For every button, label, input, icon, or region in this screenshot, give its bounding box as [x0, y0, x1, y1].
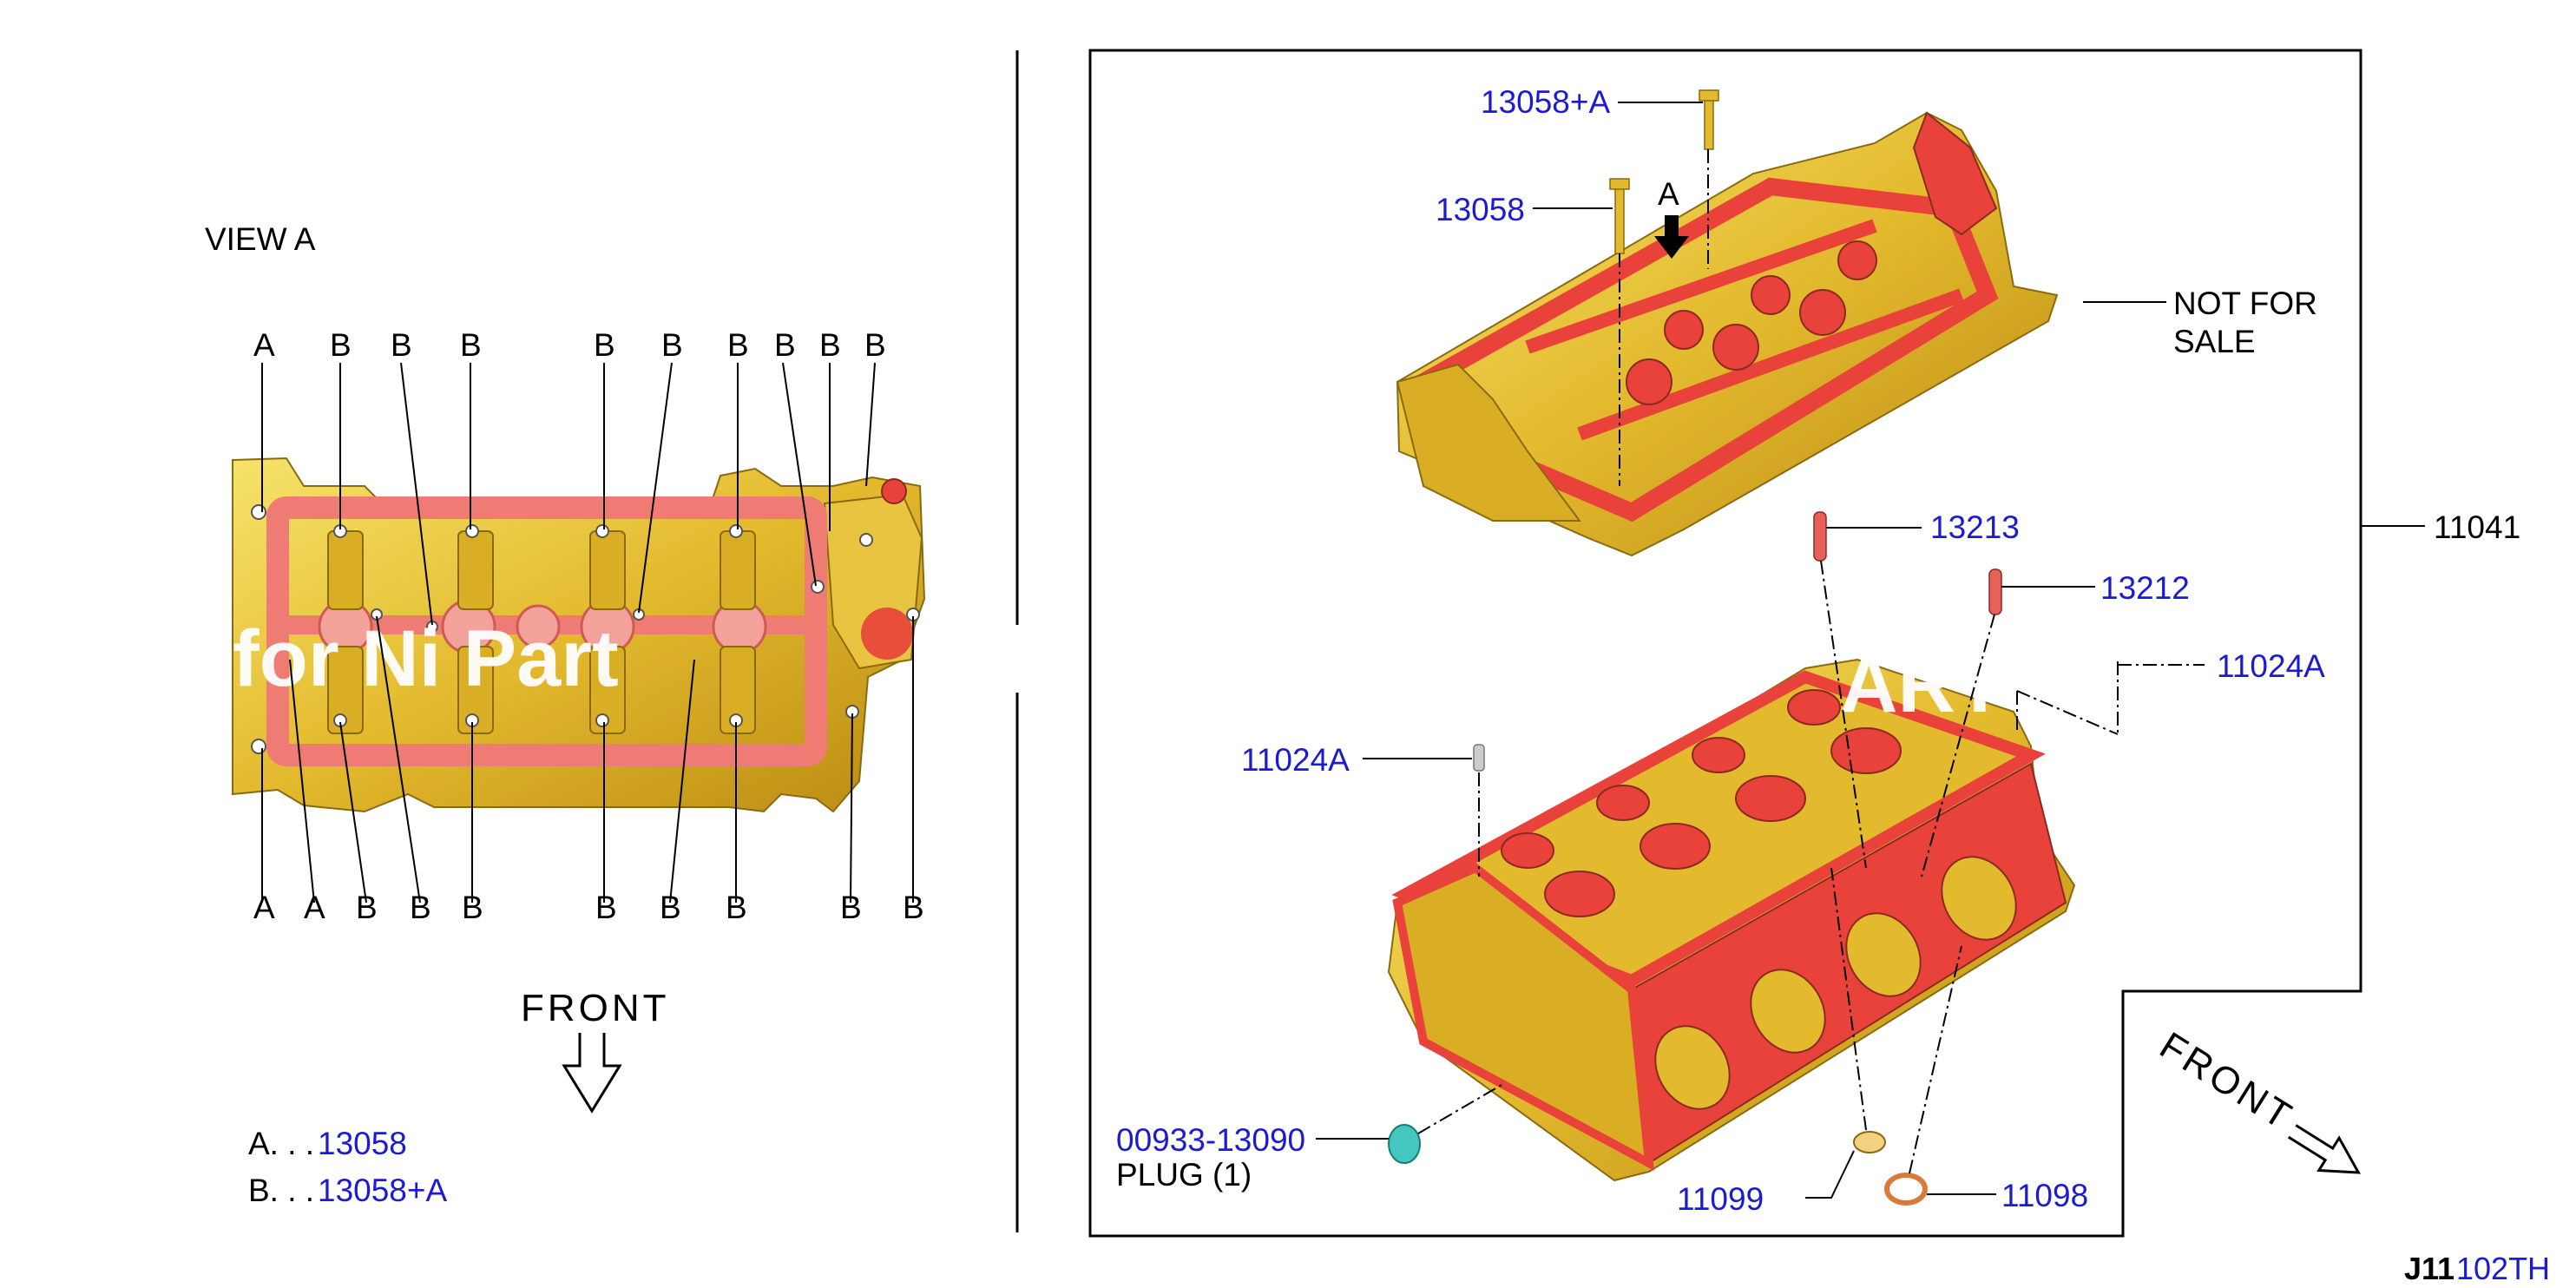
part-13058: 13058	[1436, 192, 1525, 227]
legend-part: 13058+A	[318, 1173, 447, 1208]
part-00933-13090: 00933-13090	[1116, 1122, 1305, 1158]
legend-part: 13058	[318, 1126, 407, 1161]
view-letter: B	[330, 327, 352, 363]
cylinder-head: ART	[1387, 641, 2076, 1182]
part-11024a-right: 11024A	[2217, 648, 2325, 684]
view-letter: B	[661, 327, 683, 363]
part-11024a-left: 11024A	[1241, 742, 1350, 778]
dowel-13212	[1988, 568, 2002, 615]
view-bottom-letters: A A B B B B B B B B	[253, 890, 924, 925]
view-letter: B	[595, 890, 617, 925]
view-letter: B	[840, 890, 862, 925]
front-arrow-icon	[2287, 1124, 2361, 1174]
legend-letter: B. . .	[248, 1173, 314, 1208]
front-label-left: FRONT	[521, 987, 670, 1029]
not-for-sale-line2: SALE	[2173, 324, 2256, 359]
view-letter: B	[864, 327, 886, 363]
view-a-arrow-label: A	[1658, 176, 1679, 212]
view-letter: B	[391, 327, 412, 363]
view-letter: B	[594, 327, 615, 363]
view-a-label: VIEW A	[205, 221, 316, 257]
view-a-leaders	[261, 362, 914, 904]
not-for-sale-line1: NOT FOR	[2173, 286, 2317, 321]
view-letter: B	[819, 327, 841, 363]
bolt-13058	[1609, 178, 1630, 254]
part-11099: 11099	[1677, 1181, 1764, 1217]
view-letter: A	[253, 327, 275, 363]
view-letter: B	[660, 890, 681, 925]
cylinder-head-top-view: for Ni Part	[232, 457, 926, 813]
view-letter: B	[727, 327, 749, 363]
assembly-frame	[1088, 49, 2362, 1238]
plug-label: PLUG (1)	[1116, 1157, 1252, 1193]
view-letter: B	[460, 327, 482, 363]
bolt-13058a	[1699, 89, 1719, 150]
part-13213: 13213	[1930, 509, 2020, 545]
front-label-right: FRONT	[2152, 1024, 2301, 1139]
view-letter: B	[356, 890, 378, 925]
diagram-code-blue: 102TH	[2456, 1251, 2550, 1286]
part-13058a: 13058+A	[1481, 84, 1610, 120]
view-letter: B	[410, 890, 431, 925]
part-11098: 11098	[2001, 1178, 2088, 1213]
watermark-text: ART	[1840, 641, 2004, 729]
legend: A. . . 13058 B. . . 13058+A	[248, 1126, 447, 1208]
front-arrow-icon	[562, 1033, 622, 1114]
view-letter: B	[462, 890, 483, 925]
watermark-text: for Ni Part	[233, 614, 619, 703]
view-letter: A	[253, 890, 275, 925]
front-indicator-right: FRONT	[2152, 1024, 2361, 1174]
dowel-11024a	[1473, 744, 1485, 772]
part-11041: 11041	[2434, 509, 2520, 545]
seal-11098	[1884, 1173, 1928, 1206]
dowel-13213	[1813, 511, 1827, 562]
plug-icon	[1388, 1124, 1421, 1164]
legend-letter: A. . .	[248, 1126, 314, 1161]
part-13212: 13212	[2100, 570, 2190, 606]
camshaft-bracket	[1396, 111, 2059, 557]
view-letter: B	[726, 890, 747, 925]
seal-11099	[1853, 1131, 1886, 1153]
view-top-letters: A B B B B B B B B B	[253, 327, 886, 363]
diagram-code-black: J11	[2404, 1251, 2454, 1286]
view-letter: B	[903, 890, 924, 925]
view-letter: B	[774, 327, 796, 363]
view-a-arrow-icon	[1654, 215, 1689, 259]
view-letter: A	[304, 890, 325, 925]
